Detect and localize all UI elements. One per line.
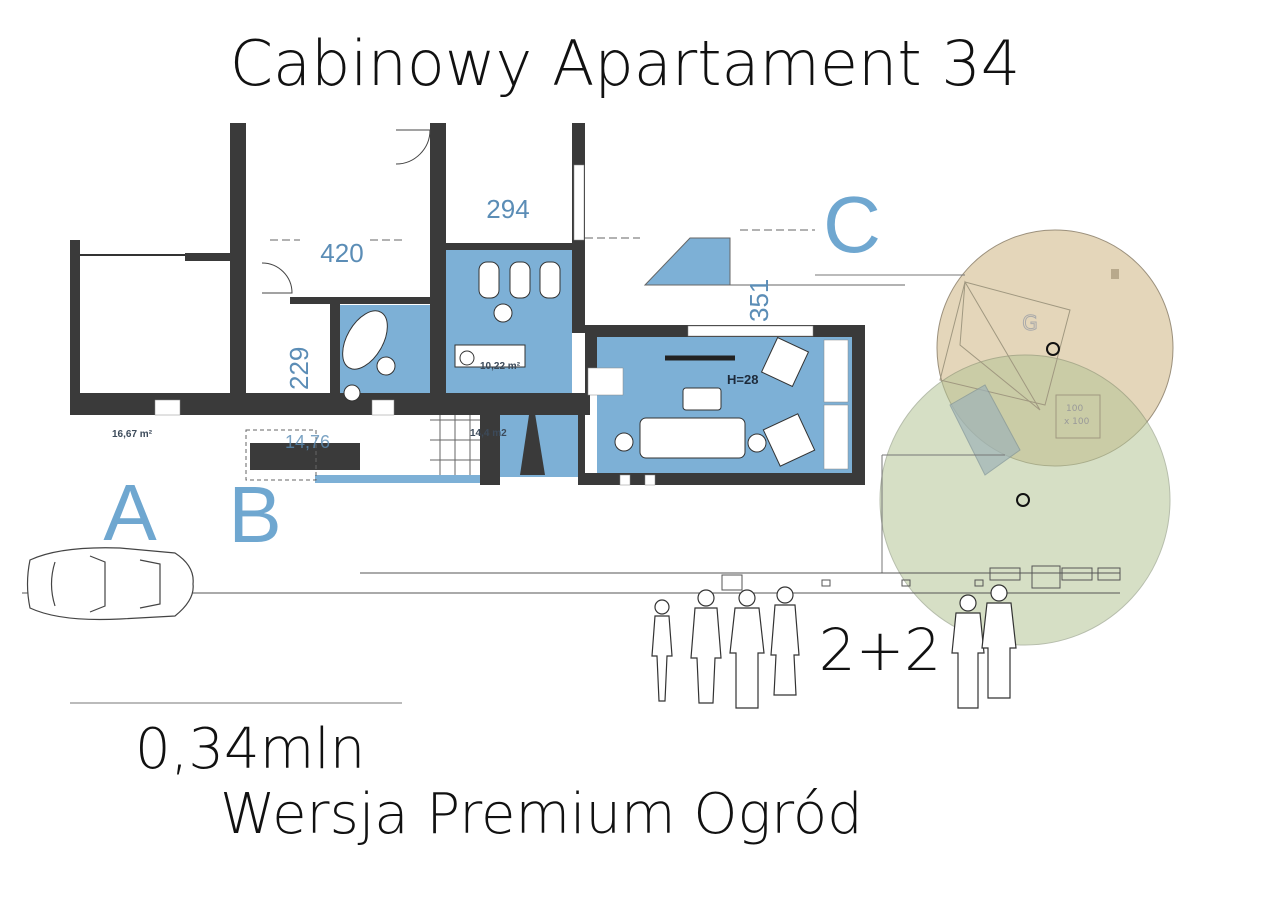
area-label: 14,4 m2 (470, 428, 507, 439)
zone-a-label: A (103, 468, 157, 557)
area-label: 16,67 m² (112, 429, 153, 440)
garden-area: G 100 x 100 (815, 229, 1174, 646)
person-icon (651, 599, 673, 702)
zone-c-label: C (823, 180, 881, 269)
zone-b-label: B (228, 470, 281, 559)
garden-label: G (1022, 311, 1038, 335)
plan-title: Cabinowy Apartament 34 (230, 27, 1021, 100)
person-icon (729, 589, 765, 709)
tree-marker (1016, 493, 1030, 507)
car-icon (26, 547, 194, 621)
box-size-2: x 100 (1064, 417, 1090, 427)
garden-outline (939, 281, 1071, 406)
person-icon (690, 589, 722, 704)
dimension-229: 229 (284, 347, 314, 390)
dimension-351: 351 (744, 279, 774, 322)
dimension-1476: 14,76 (285, 432, 330, 452)
dimension-420: 420 (320, 238, 363, 268)
tree-marker (1046, 342, 1060, 356)
building (70, 123, 905, 486)
box-size-1: 100 (1066, 404, 1083, 414)
occupancy-label: 2+2 (819, 616, 941, 684)
area-label: 10,22 m² (480, 361, 521, 372)
height-label: H=28 (727, 372, 758, 387)
person-icon (981, 584, 1017, 699)
price-label: 0,34mln (135, 717, 365, 782)
road-lines (22, 565, 1121, 594)
dimension-294: 294 (486, 194, 529, 224)
bed-block (250, 443, 360, 470)
person-icon (951, 594, 985, 709)
version-label: Wersja Premium Ogród (220, 782, 863, 847)
people-figures (651, 584, 1017, 709)
person-icon (770, 586, 800, 696)
green-circle (879, 354, 1171, 646)
